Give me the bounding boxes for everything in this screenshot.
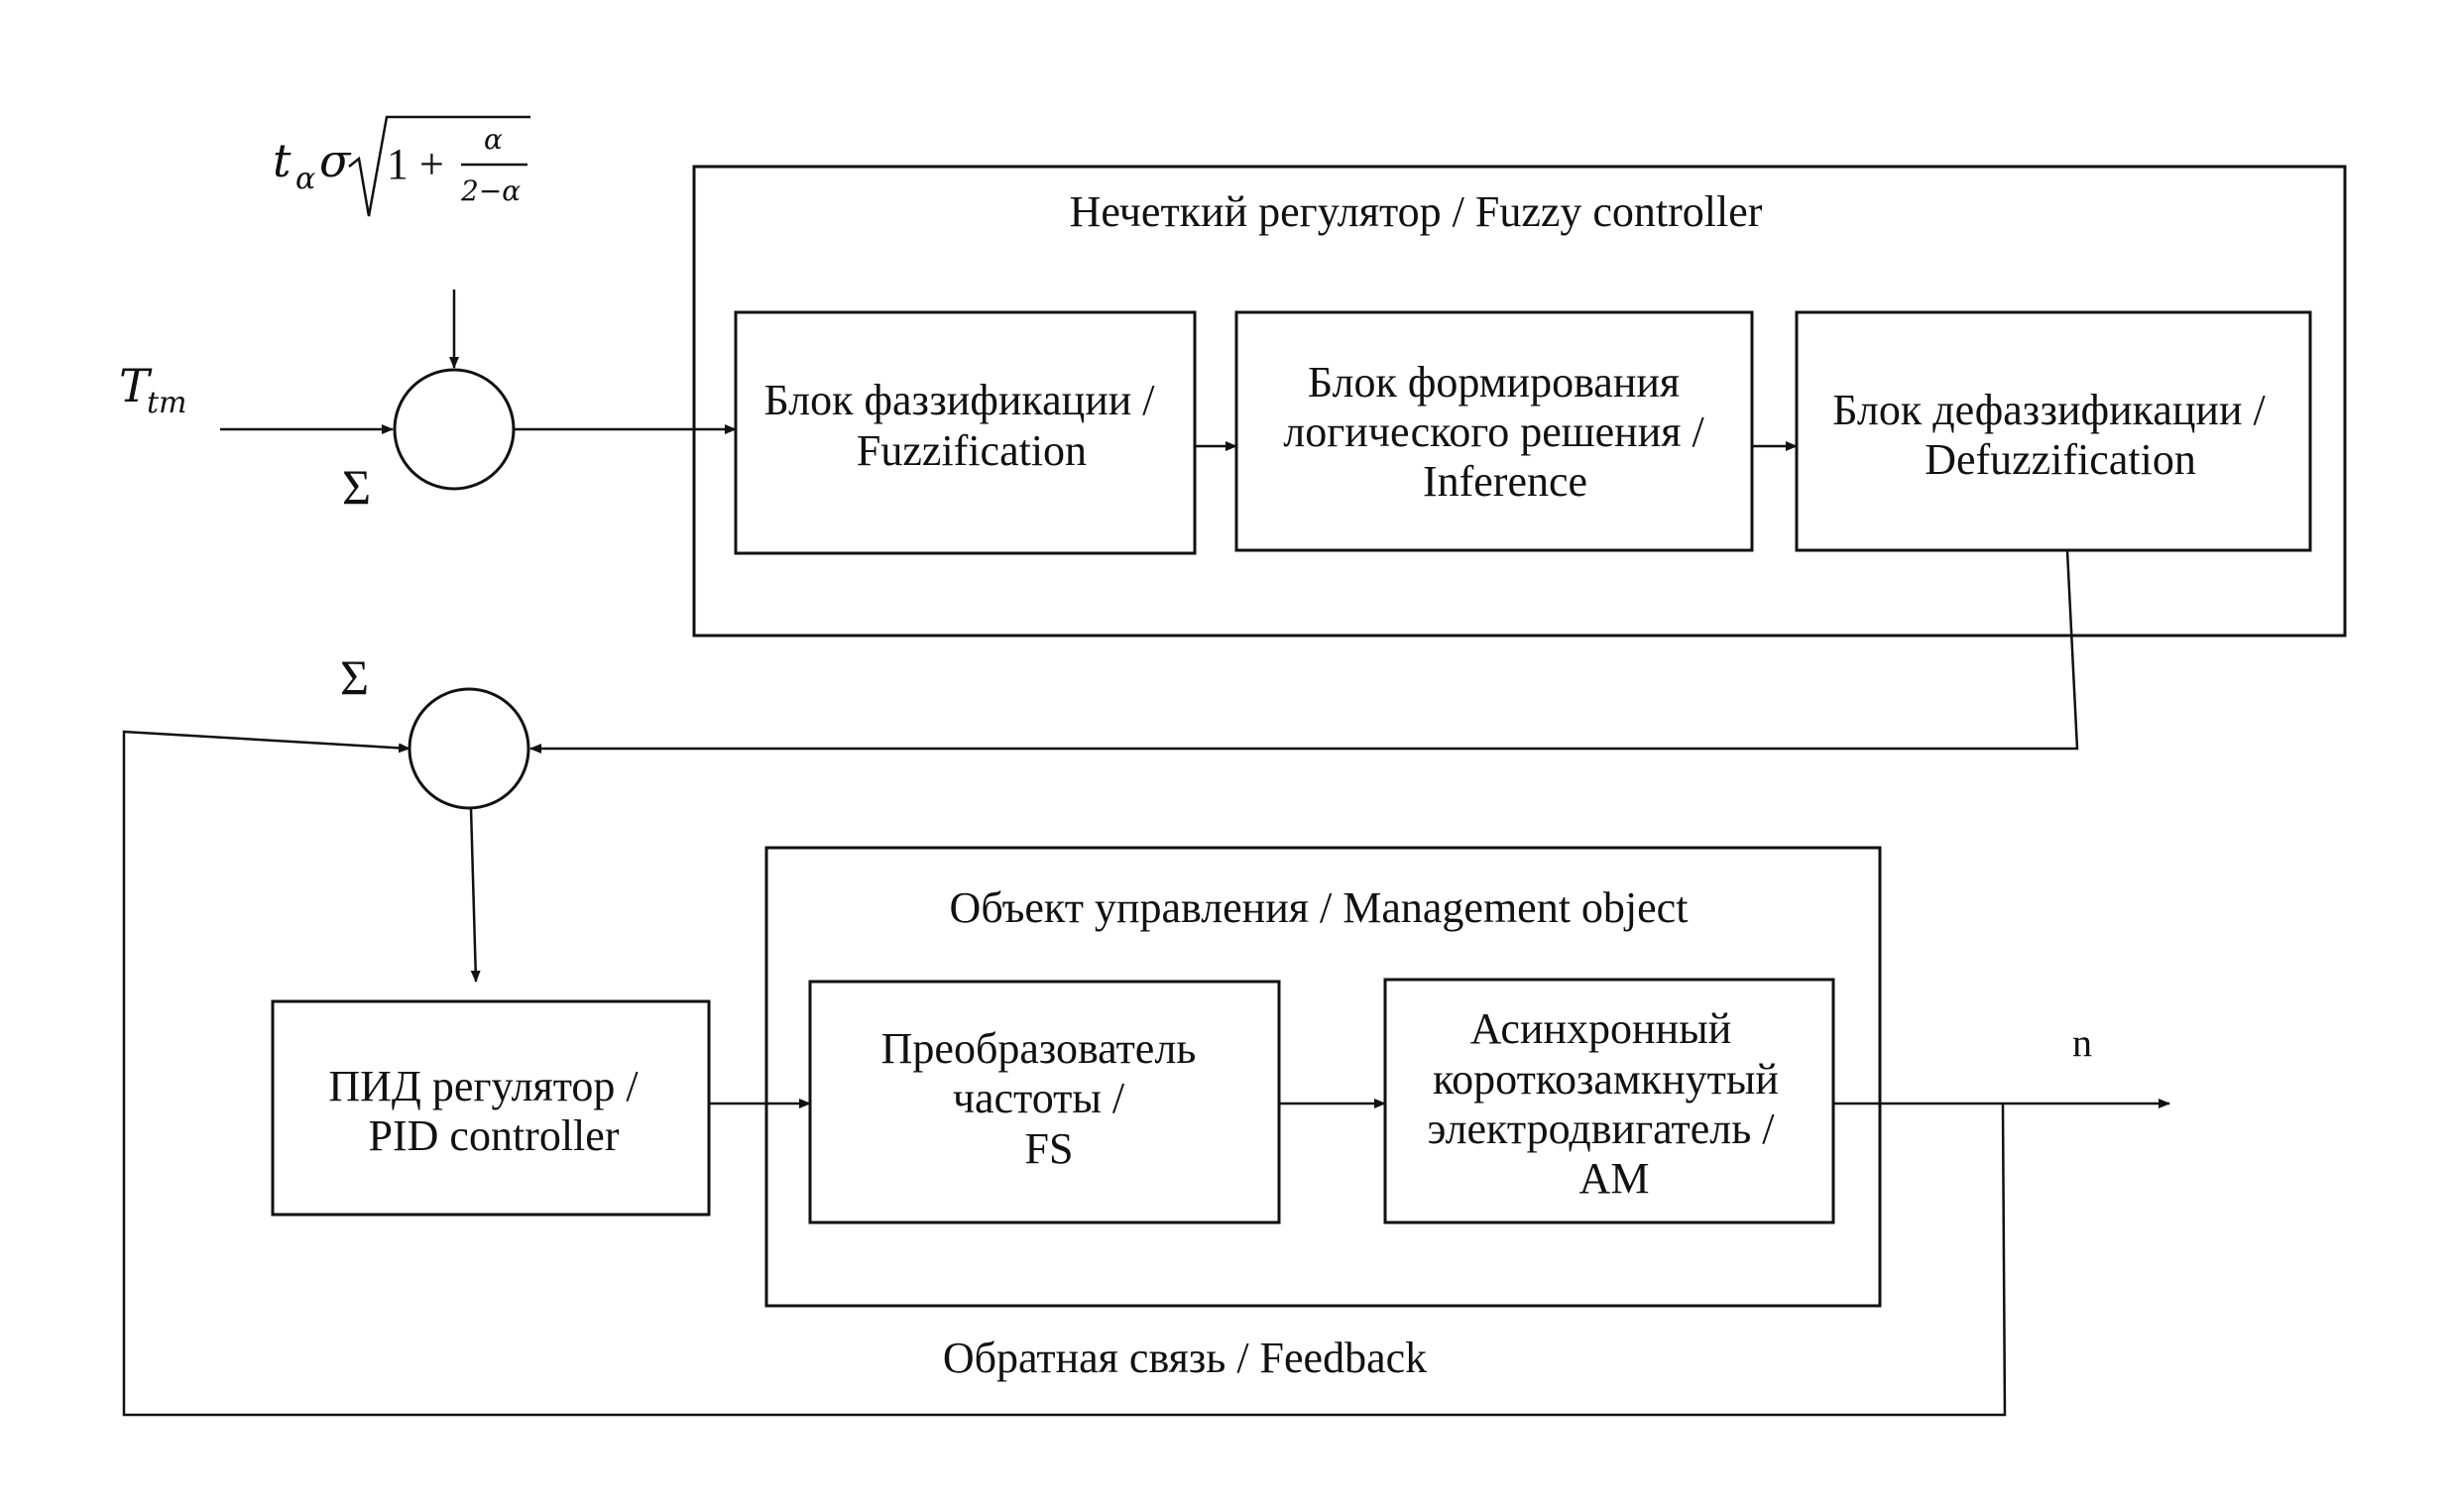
feedback-loop-line (122, 730, 2007, 1417)
sum-symbol-2: Σ (340, 649, 369, 705)
feedback-label: Обратная связь / Feedback (943, 1334, 1427, 1382)
fuzzification-text: Блок фаззификации / Fuzzification (763, 376, 1165, 475)
am-block (1383, 978, 1835, 1224)
formula-t: t (273, 134, 292, 187)
summing-junction-2 (408, 687, 530, 810)
input-t-sub: tm (147, 386, 187, 420)
fs-block (808, 980, 1281, 1224)
arrow-defuzzification-to-sum2 (529, 549, 2079, 754)
formula-radical (348, 115, 530, 217)
sum-symbol-1: Σ (342, 459, 371, 515)
formula-sigma: σ (319, 134, 352, 187)
management-object-title: Объект управления / Management object (950, 883, 1689, 932)
summing-junction-1 (393, 368, 516, 491)
formula-frac-den: 2−α (460, 174, 521, 207)
defuzzification-text: Блок дефаззификации / Defuzzification (1832, 386, 2276, 484)
fs-text: Преобразователь частоты / FS (881, 1024, 1208, 1173)
pid-text: ПИД регулятор / PID controller (328, 1062, 648, 1160)
input-t: T (119, 359, 153, 412)
fuzzy-controller-title: Нечеткий регулятор / Fuzzy controller (1070, 187, 1763, 236)
pid-controller-block (271, 999, 711, 1217)
inference-block (1234, 310, 1754, 552)
noise-formula: t α σ 1 + α 2−α (273, 115, 530, 217)
output-n-label: n (2072, 1020, 2092, 1065)
fuzzification-block (734, 310, 1197, 555)
management-object-frame (764, 846, 1882, 1308)
am-text: Асинхронный короткозамкнутый электродвиг… (1427, 1004, 1789, 1203)
formula-one-plus: 1 + (387, 140, 444, 188)
formula-t-subscript: α (295, 162, 315, 196)
arrow-sum2-to-pid (469, 807, 481, 983)
inference-text: Блок формирования логического решения / … (1283, 358, 1714, 506)
fuzzy-controller-frame (692, 165, 2347, 638)
defuzzification-block (1795, 310, 2312, 552)
input-ttm-label: T tm (119, 359, 187, 420)
formula-frac-num: α (484, 123, 503, 156)
